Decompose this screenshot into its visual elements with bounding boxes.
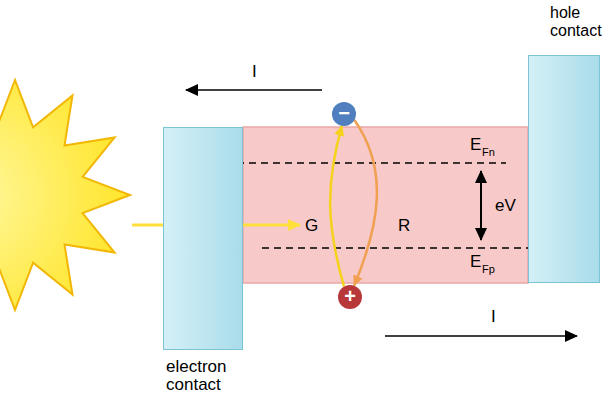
current-label: I <box>491 307 496 327</box>
recombination-label: R <box>398 216 410 236</box>
sun-star <box>0 80 130 310</box>
fermi-level-subscript: Fp <box>482 263 495 276</box>
charge-sign: + <box>338 285 362 309</box>
current-label: I <box>252 62 257 82</box>
voltage-arrow <box>480 171 482 240</box>
current-arrow <box>186 89 322 91</box>
contact-label: hole contact <box>550 4 608 40</box>
sun <box>0 80 130 310</box>
fermi-level-label: E <box>470 252 481 272</box>
fermi-level-label: E <box>470 135 481 155</box>
recombination-arrow <box>354 120 377 286</box>
hole-particle: + <box>338 285 362 309</box>
charge-sign: − <box>332 102 356 126</box>
electron-contact: electron contact <box>163 127 243 350</box>
electron-particle: − <box>332 102 356 126</box>
fermi-level-subscript: Fn <box>482 146 495 159</box>
current-arrow <box>385 335 577 337</box>
generation-arrow <box>330 126 344 287</box>
voltage-label: eV <box>495 196 516 216</box>
fermi-level-p <box>262 247 528 249</box>
contact-label: electron contact <box>166 358 244 394</box>
hole-contact: hole contact <box>528 55 600 283</box>
absorber-band <box>243 127 528 283</box>
generation-label: G <box>305 216 318 236</box>
